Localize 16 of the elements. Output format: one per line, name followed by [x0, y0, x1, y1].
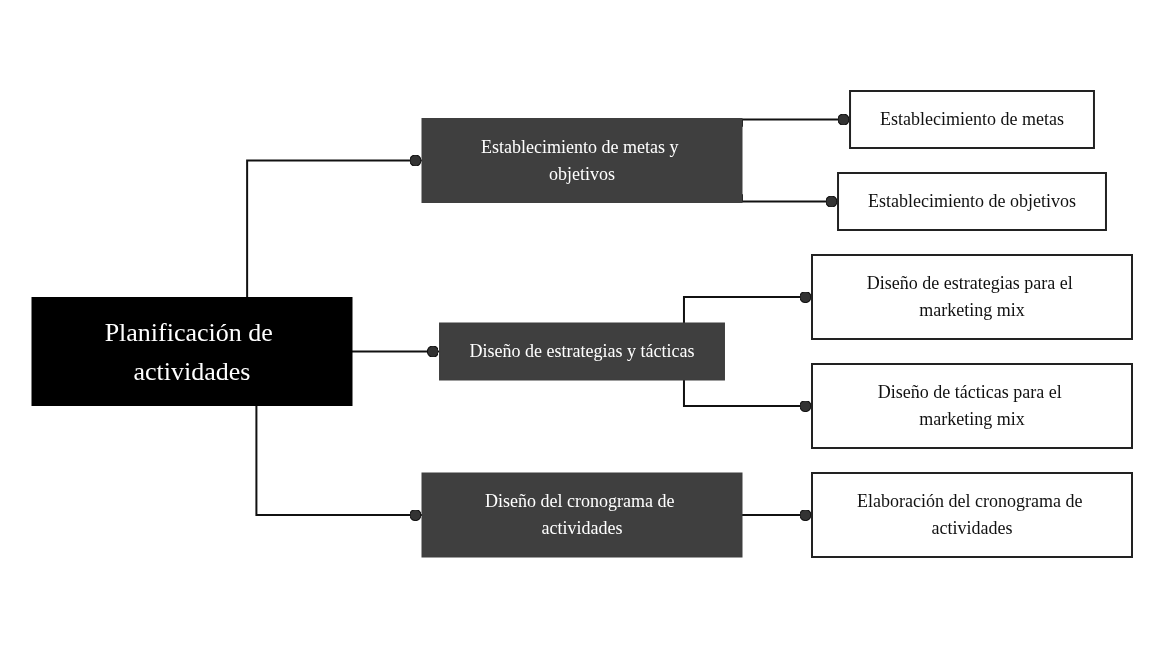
- connector: [246, 154, 423, 299]
- connector: [682, 290, 813, 324]
- node-box: Establecimiento de objetivos: [837, 172, 1107, 231]
- connector: [741, 508, 813, 522]
- node-box: Establecimiento de metas y objetivos: [421, 118, 743, 203]
- connector: [682, 379, 813, 413]
- connector: [351, 345, 441, 358]
- node-box: Diseño de estrategias para el marketing mix: [811, 254, 1133, 340]
- connector: [741, 193, 839, 208]
- node-box: Diseño del cronograma de actividades: [421, 472, 743, 558]
- node-box: Diseño de tácticas para el marketing mix: [811, 363, 1133, 449]
- connector: [255, 404, 423, 522]
- node-box: Diseño de estrategias y tácticas: [439, 322, 725, 381]
- node-box: Establecimiento de metas: [849, 90, 1095, 149]
- node-box: Planificación de actividades: [31, 297, 353, 406]
- node-box: Elaboración del cronograma de actividades: [811, 472, 1133, 558]
